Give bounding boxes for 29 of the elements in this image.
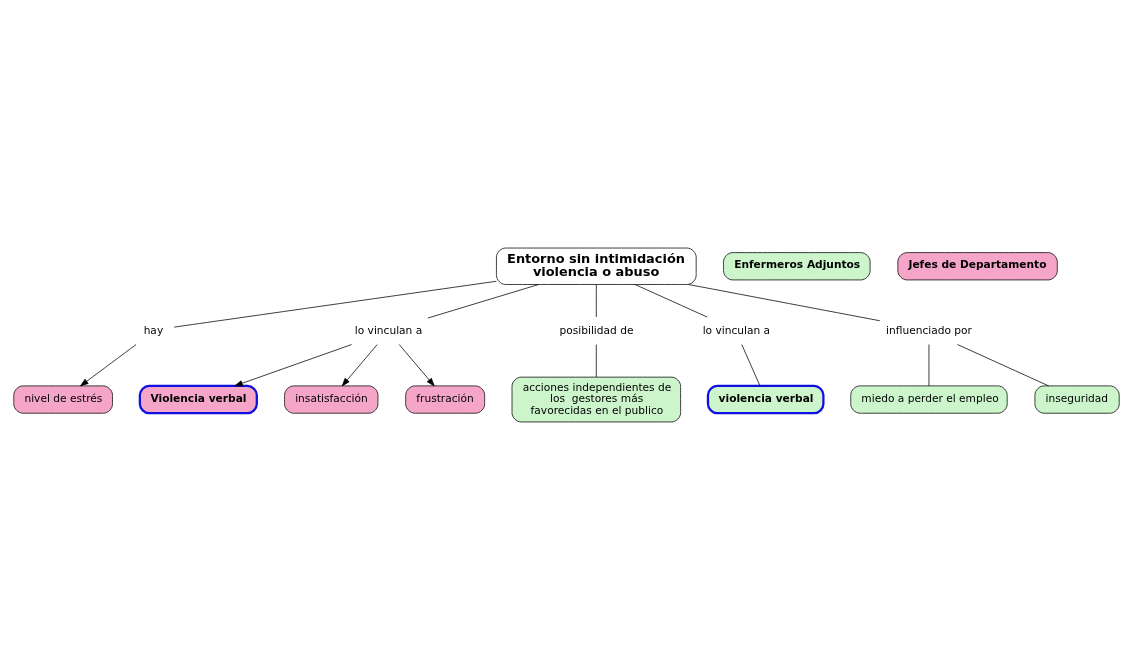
node-box: inseguridad [1034,385,1120,414]
connector [595,283,597,317]
connector [595,343,597,378]
node-box: frustración [405,385,486,414]
connector [957,343,1049,386]
connector [634,283,708,317]
node-box: Violencia verbal [138,384,258,414]
arrow [234,343,352,386]
connector [928,343,930,386]
connector [173,280,497,327]
node-box: violencia verbal [706,384,825,414]
arrow [398,343,435,386]
node-box: Jefes de Departamento [897,251,1058,280]
arrow [80,343,137,386]
node-box: insatisfacción [284,385,379,414]
node-text: posibilidad de [559,323,634,337]
node-box: Entorno sin intimidación violencia o abuso [496,247,697,285]
node-box: acciones independientes de los gestores más favorecidas en el publico [511,376,681,422]
node-box: miedo a perder el empleo [850,385,1008,414]
node-box: Enfermeros Adjuntos [723,251,871,280]
connector [741,343,761,386]
node-text: lo vinculan a [354,323,423,337]
arrow [341,343,378,386]
node-text: hay [143,323,164,337]
node-text: lo vinculan a [702,323,771,337]
connector [688,283,881,321]
node-box: nivel de estrés [13,385,113,414]
node-text: influenciado por [886,323,972,337]
connector [427,283,539,318]
